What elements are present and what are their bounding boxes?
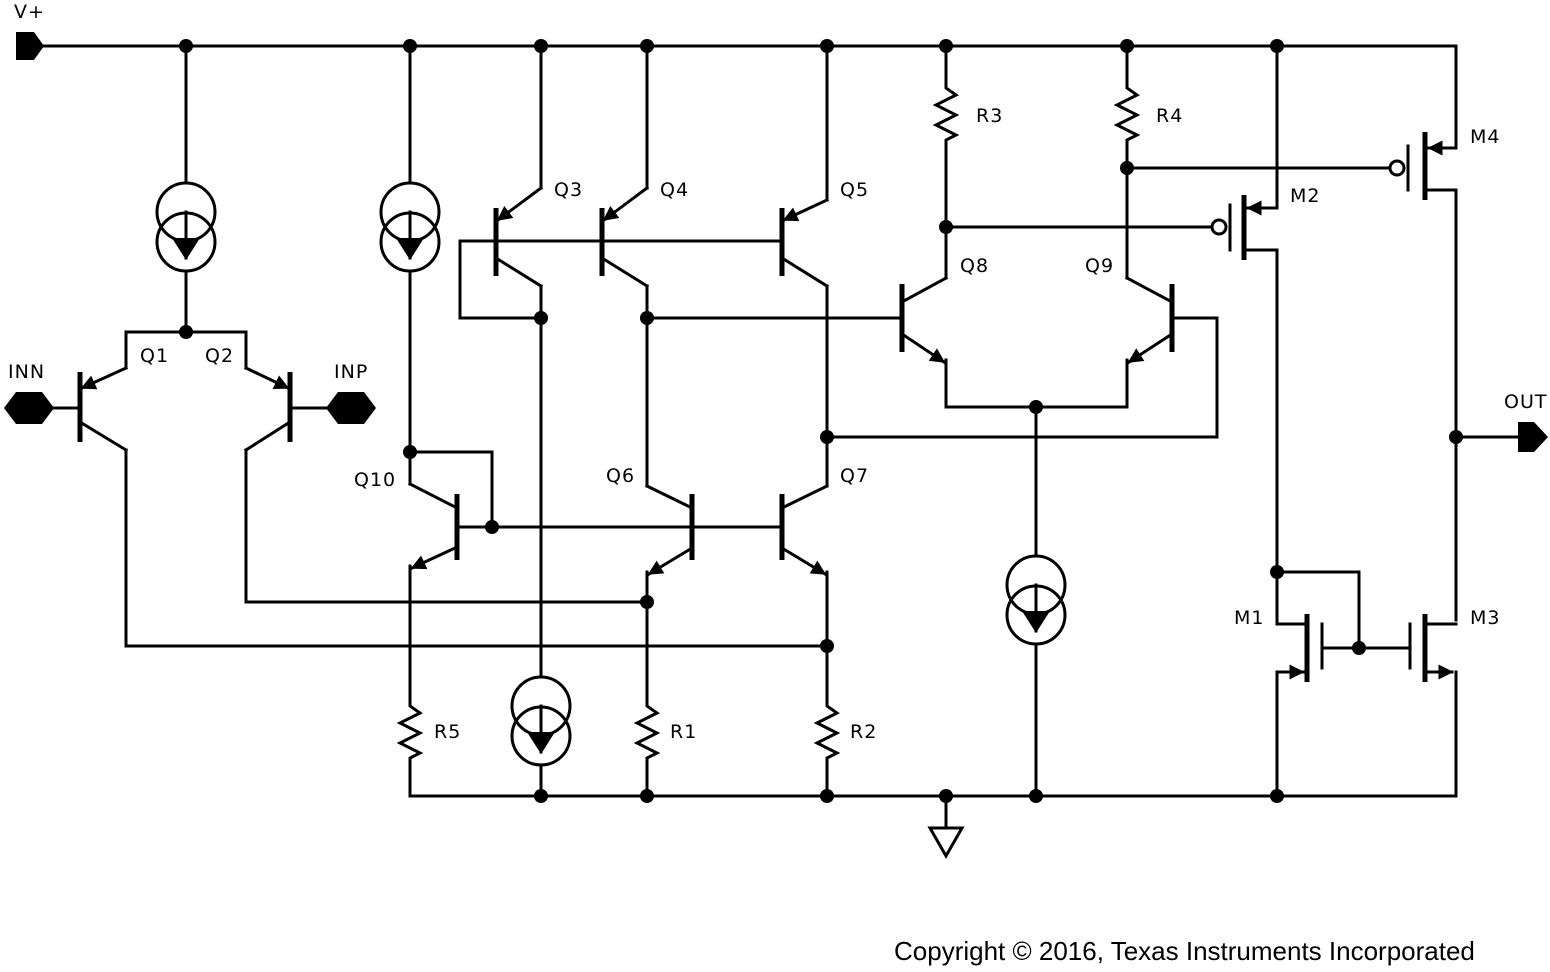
r4-label: R4 (1156, 105, 1183, 127)
transistor-q9 (1124, 275, 1175, 409)
m3-label: M3 (1470, 607, 1500, 629)
resistor-r1 (633, 696, 661, 798)
q2-label: Q2 (205, 345, 234, 367)
resistor-r5 (396, 696, 424, 798)
transistor-m4 (1125, 130, 1458, 622)
transistor-q6 (644, 483, 695, 700)
current-source-4 (1005, 405, 1067, 798)
transistor-q2 (243, 330, 293, 604)
vplus-port (16, 32, 44, 60)
out-port (1518, 422, 1548, 452)
q4-label: Q4 (660, 179, 689, 201)
resistor-r3 (932, 44, 960, 280)
r3-label: R3 (976, 105, 1003, 127)
copyright-notice: Copyright © 2016, Texas Instruments Inco… (894, 936, 1475, 966)
transistor-q8 (899, 275, 949, 409)
q8-label: Q8 (960, 255, 989, 277)
resistor-r2 (813, 696, 841, 798)
q3-label: Q3 (554, 179, 583, 201)
r5-label: R5 (434, 721, 461, 743)
inn-port (4, 392, 54, 424)
current-source-3 (510, 316, 572, 798)
vplus-label: V+ (14, 1, 45, 23)
transistor-q7 (779, 483, 830, 700)
transistor-q3 (493, 44, 544, 320)
m1-label: M1 (1234, 607, 1264, 629)
transistor-q5 (779, 44, 830, 488)
q7-label: Q7 (840, 465, 869, 487)
r1-label: R1 (670, 721, 697, 743)
transistor-q4 (599, 44, 650, 488)
r2-label: R2 (850, 721, 877, 743)
inp-label: INP (334, 361, 368, 383)
inp-port (326, 392, 376, 424)
q5-label: Q5 (840, 179, 869, 201)
ground-symbol (927, 794, 965, 860)
transistor-m1 (1275, 570, 1324, 798)
transistor-m2 (944, 44, 1279, 574)
transistor-m3 (1408, 614, 1458, 798)
q10-label: Q10 (354, 469, 396, 491)
current-source-2 (379, 44, 441, 454)
resistor-r4 (1113, 44, 1141, 280)
out-label: OUT (1504, 391, 1547, 413)
q1-label: Q1 (140, 345, 169, 367)
m2-label: M2 (1290, 185, 1320, 207)
q9-label: Q9 (1085, 255, 1114, 277)
transistor-q1 (77, 330, 129, 648)
m4-label: M4 (1470, 126, 1500, 148)
junction-dots (179, 39, 1463, 803)
vplus-rail (38, 44, 1458, 134)
q6-label: Q6 (606, 465, 635, 487)
transistor-q10 (407, 450, 460, 700)
inn-label: INN (8, 361, 45, 383)
current-source-1 (155, 44, 217, 334)
